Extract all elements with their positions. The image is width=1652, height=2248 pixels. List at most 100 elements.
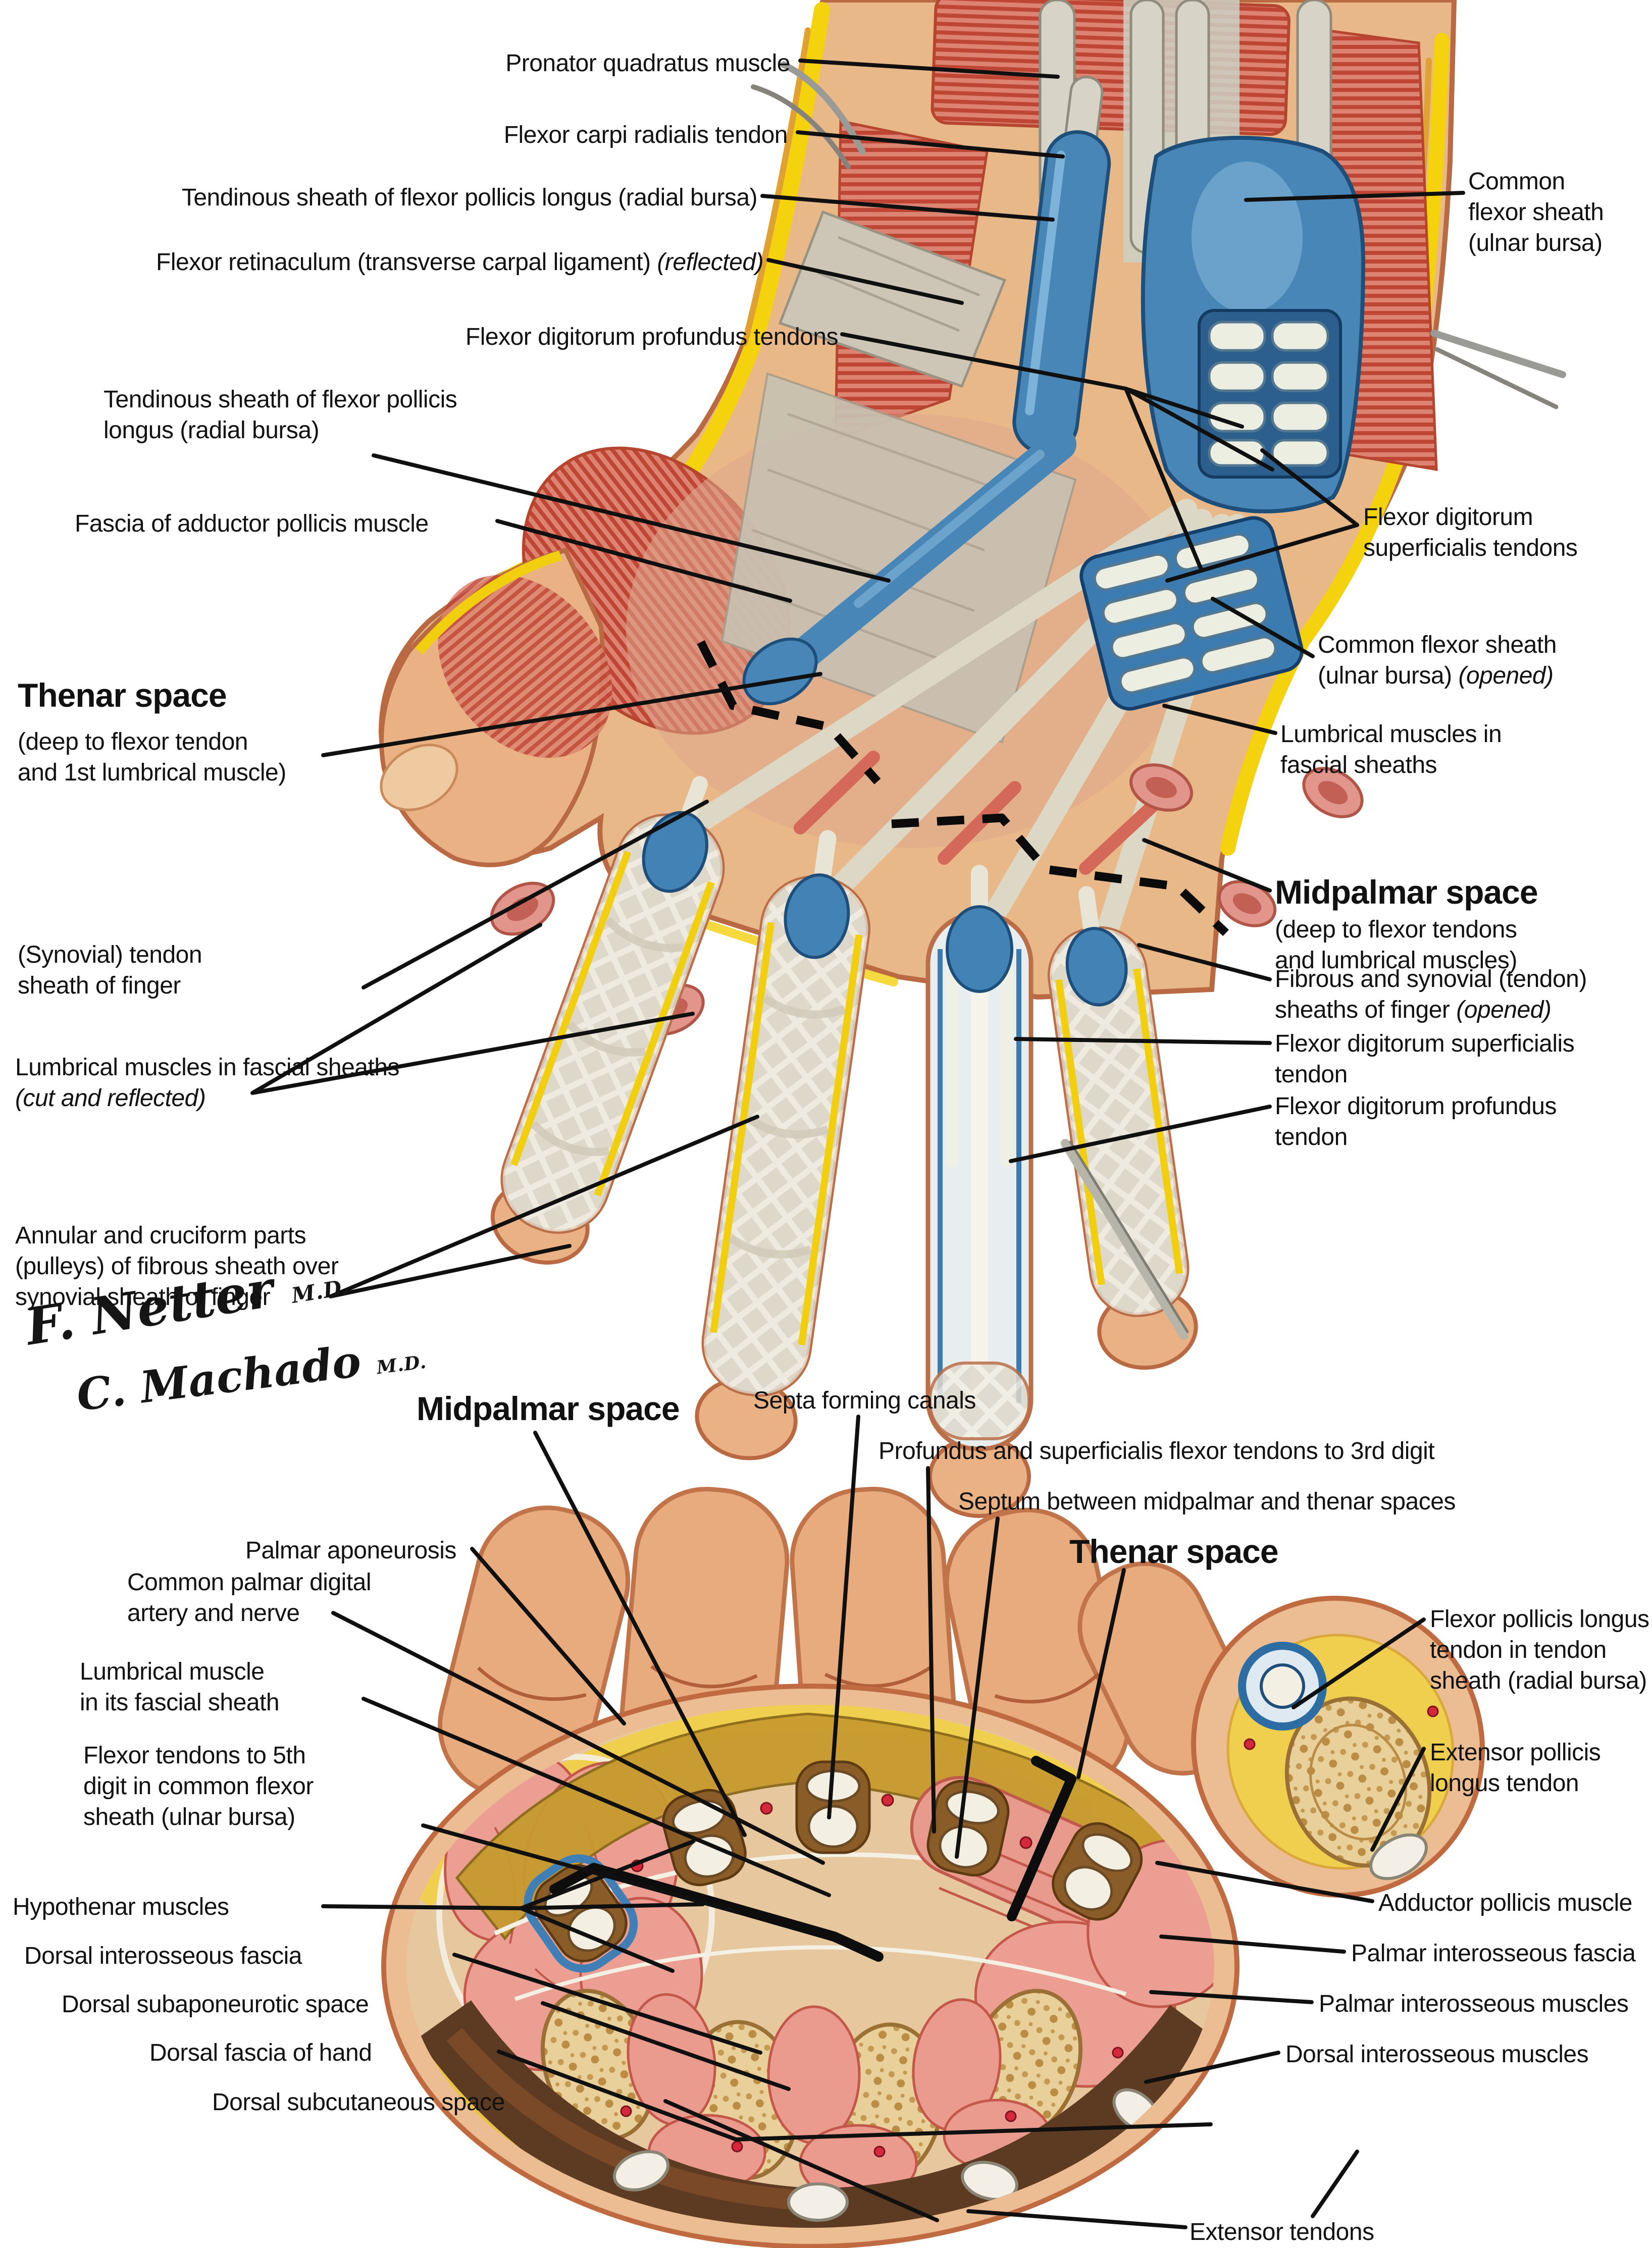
palm-dissection-figure bbox=[378, 0, 1566, 1518]
label-palmar-inter-fascia: Palmar interosseous fascia bbox=[1351, 1939, 1636, 1969]
label-cfs-opened: Common flexor sheath (ulnar bursa) (open… bbox=[1318, 630, 1557, 692]
leader-common-palmar-digital bbox=[331, 1611, 825, 1865]
label-text: Common flexor sheath (ulnar bursa) bbox=[1468, 168, 1604, 256]
leader-fcr-tendon bbox=[796, 130, 1065, 159]
label-flexor-5th: Flexor tendons to 5th digit in common fl… bbox=[83, 1741, 314, 1833]
label-lumbricals-cut: Lumbrical muscles in fascial sheaths (cu… bbox=[15, 1053, 400, 1114]
leader-adductor-fascia bbox=[495, 519, 792, 603]
label-text: Thenar space bbox=[18, 676, 227, 714]
label-lumbrical-muscle: Lumbrical muscle in its fascial sheath bbox=[80, 1657, 280, 1718]
leader-fpl-sheath-lower bbox=[372, 453, 891, 583]
label-common-flexor-sheath: Common flexor sheath (ulnar bursa) bbox=[1468, 167, 1604, 259]
cross-section-figure bbox=[381, 1487, 1485, 2248]
label-thenar-space-heading: Thenar space bbox=[18, 677, 227, 713]
leader-pronator-quadratus bbox=[798, 59, 1060, 79]
leader-flexor-retinaculum bbox=[766, 258, 964, 305]
leader-lumbricals-sheaths bbox=[1162, 704, 1277, 735]
leader-fpl-sheath-upper bbox=[760, 194, 1055, 222]
label-dorsal-fascia-hand: Dorsal fascia of hand bbox=[149, 2038, 372, 2069]
label-text: Tendinous sheath of flexor pollicis long… bbox=[181, 184, 758, 211]
leader-palmar-aponeurosis bbox=[470, 1547, 626, 1726]
palmar-interosseous-fascia-line bbox=[514, 1945, 1127, 2001]
label-text: Fascia of adductor pollicis muscle bbox=[75, 510, 429, 537]
space-boundary-dashes bbox=[697, 640, 1229, 936]
label-dorsal-inter-muscles: Dorsal interosseous muscles bbox=[1285, 2040, 1589, 2070]
leader-fdp-tendon bbox=[1009, 1105, 1272, 1163]
label-text: Flexor tendons to 5th digit in common fl… bbox=[83, 1742, 314, 1831]
label-italic: (opened) bbox=[1456, 996, 1552, 1023]
label-text: Flexor digitorum profundus tendons bbox=[465, 324, 839, 350]
label-text: Dorsal subaponeurotic space bbox=[62, 1991, 369, 2018]
label-flexor-retinaculum: Flexor retinaculum (transverse carpal li… bbox=[156, 247, 763, 278]
label-dorsal-subaponeurotic: Dorsal subaponeurotic space bbox=[62, 1990, 369, 2020]
label-text: Dorsal fascia of hand bbox=[149, 2040, 372, 2066]
label-italic: (reflected) bbox=[657, 249, 763, 276]
label-text: Flexor pollicis longus tendon in tendon … bbox=[1430, 1606, 1649, 1694]
label-text: Flexor digitorum profundus tendon bbox=[1275, 1093, 1557, 1151]
label-text: Common palmar digital artery and nerve bbox=[127, 1569, 372, 1627]
label-septum-between: Septum between midpalmar and thenar spac… bbox=[958, 1487, 1456, 1518]
label-adductor-fascia: Fascia of adductor pollicis muscle bbox=[75, 509, 429, 540]
leader-annular-pulleys bbox=[329, 1115, 759, 1298]
leader-lumbricals-cut bbox=[250, 923, 695, 1095]
leader-common-flexor-sheath bbox=[1244, 191, 1465, 202]
label-fibrous-synovial: Fibrous and synovial (tendon) sheaths of… bbox=[1275, 964, 1587, 1026]
label-thenar-space-2: Thenar space bbox=[1069, 1533, 1279, 1570]
label-midpalmar-space-heading: Midpalmar space bbox=[1275, 874, 1538, 910]
leader-epl-tendon bbox=[1370, 1747, 1426, 1852]
leader-palmar-inter-muscles bbox=[1149, 1990, 1314, 2004]
leader-fds-tendon bbox=[1014, 1037, 1272, 1045]
label-text: Extensor pollicis longus tendon bbox=[1430, 1739, 1601, 1797]
label-text: Septa forming canals bbox=[753, 1387, 976, 1414]
label-fdp-tendon: Flexor digitorum profundus tendon bbox=[1275, 1091, 1557, 1153]
label-fpl-tendon-sheath: Flexor pollicis longus tendon in tendon … bbox=[1430, 1604, 1649, 1697]
surgical-instruments bbox=[751, 61, 1566, 1340]
label-midpalmar-space-sub: (deep to flexor tendons and lumbrical mu… bbox=[1275, 915, 1517, 976]
label-text: Midpalmar space bbox=[1275, 873, 1538, 911]
label-fds-tendons: Flexor digitorum superficialis tendons bbox=[1363, 502, 1578, 564]
label-hypothenar: Hypothenar muscles bbox=[13, 1892, 229, 1923]
leader-lines bbox=[250, 59, 1465, 2229]
label-annular-pulleys: Annular and cruciform parts (pulleys) of… bbox=[15, 1221, 339, 1313]
label-text: Annular and cruciform parts (pulleys) of… bbox=[15, 1222, 339, 1311]
label-thenar-space-sub: (deep to flexor tendon and 1st lumbrical… bbox=[18, 727, 286, 789]
leader-synovial-sheath bbox=[362, 800, 709, 989]
leader-dorsal-inter-muscles bbox=[1144, 2051, 1280, 2084]
leader-fdp-tendons bbox=[840, 332, 1274, 572]
label-text: Pronator quadratus muscle bbox=[505, 50, 790, 77]
leader-dorsal-subaponeurotic bbox=[541, 2001, 791, 2091]
label-text: Midpalmar space bbox=[417, 1390, 680, 1427]
leader-cfs-opened bbox=[1211, 597, 1315, 658]
label-lumbricals-sheaths: Lumbrical muscles in fascial sheaths bbox=[1280, 719, 1502, 781]
label-text: Tendinous sheath of flexor pollicis long… bbox=[104, 386, 457, 444]
label-profundus-3rd: Profundus and superficialis flexor tendo… bbox=[879, 1436, 1435, 1467]
label-text: Profundus and superficialis flexor tendo… bbox=[879, 1438, 1435, 1465]
leader-dorsal-fascia-hand bbox=[497, 2050, 1213, 2141]
leader-septa bbox=[827, 1415, 860, 1819]
label-text: Lumbrical muscles in fascial sheaths bbox=[1280, 721, 1502, 778]
label-epl-tendon: Extensor pollicis longus tendon bbox=[1430, 1738, 1601, 1799]
space-boundary-marks bbox=[549, 1756, 1076, 1962]
label-text: (deep to flexor tendons and lumbrical mu… bbox=[1275, 916, 1517, 974]
label-palmar-aponeurosis: Palmar aponeurosis bbox=[245, 1536, 456, 1566]
leader-extensor-tendons bbox=[966, 2150, 1359, 2229]
finger-ring-opened bbox=[925, 865, 1034, 1518]
label-text: (Synovial) tendon sheath of finger bbox=[18, 942, 202, 999]
label-text: Flexor retinaculum (transverse carpal li… bbox=[156, 249, 657, 276]
label-text: Flexor digitorum superficialis tendon bbox=[1275, 1030, 1575, 1088]
label-text: Palmar aponeurosis bbox=[245, 1537, 456, 1564]
leader-septum-between bbox=[955, 1517, 1000, 1859]
leader-lumbrical-muscle bbox=[362, 1697, 831, 1897]
leader-fds-tendons bbox=[1165, 448, 1359, 583]
label-extensor-tendons: Extensor tendons bbox=[1190, 2217, 1374, 2248]
label-text: Hypothenar muscles bbox=[13, 1894, 229, 1920]
label-text: Palmar interosseous muscles bbox=[1319, 1991, 1629, 2017]
leader-thenar-space bbox=[321, 672, 822, 757]
label-italic: (cut and reflected) bbox=[15, 1084, 206, 1112]
flexor-retinaculum-flap bbox=[778, 210, 1007, 388]
label-text: Dorsal interosseous fascia bbox=[24, 1943, 302, 1969]
leader-palmar-inter-fascia bbox=[1159, 1935, 1346, 1954]
leader-profundus-3rd bbox=[926, 1466, 936, 1834]
finger-creases bbox=[477, 1665, 1100, 1704]
